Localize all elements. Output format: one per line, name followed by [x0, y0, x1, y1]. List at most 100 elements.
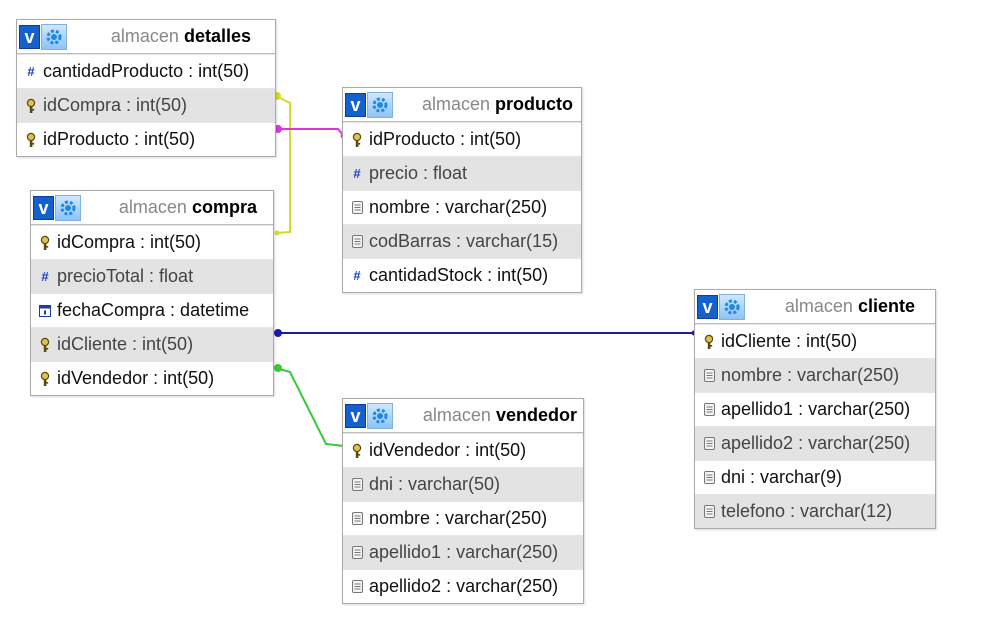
column-row[interactable]: idCliente : int(50) — [31, 327, 273, 361]
hash-icon: # — [353, 166, 361, 181]
relation-detalles-compra-start — [274, 230, 280, 236]
column-label: precioTotal : float — [57, 266, 194, 286]
column-label: apellido2 : varchar(250) — [369, 576, 559, 596]
database-name: almacen — [110, 26, 179, 46]
column-row[interactable]: fechaCompra : datetime — [31, 293, 273, 327]
column-label: apellido1 : varchar(250) — [721, 399, 911, 419]
table-header[interactable]: v almacen vendedor — [343, 399, 583, 433]
table-compra[interactable]: v almacen compra idCompra : int(50) # prec… — [30, 190, 274, 396]
key-icon — [23, 89, 39, 122]
hash-icon: # — [27, 64, 35, 79]
text-field-icon — [349, 570, 365, 603]
relation-compra-vendedor-end — [274, 364, 282, 372]
text-field-icon — [349, 191, 365, 224]
table-title: almacen compra — [119, 191, 257, 224]
table-title: almacen producto — [422, 88, 573, 121]
column-row[interactable]: # cantidadStock : int(50) — [343, 258, 581, 292]
column-label: precio : float — [369, 163, 468, 183]
column-row[interactable]: idVendedor : int(50) — [343, 433, 583, 467]
hash-icon: # — [41, 269, 49, 284]
column-row[interactable]: dni : varchar(50) — [343, 467, 583, 501]
column-label: cantidadStock : int(50) — [369, 265, 549, 285]
text-field-icon — [349, 502, 365, 535]
table-header[interactable]: v almacen cliente — [695, 290, 935, 324]
text-field-icon — [701, 427, 717, 460]
key-icon — [349, 434, 365, 467]
column-label: telefono : varchar(12) — [721, 501, 893, 521]
gear-icon[interactable] — [55, 194, 81, 221]
column-row[interactable]: # cantidadProducto : int(50) — [17, 54, 275, 88]
column-row[interactable]: idProducto : int(50) — [343, 122, 581, 156]
column-label: idCompra : int(50) — [43, 95, 188, 115]
column-row[interactable]: idCompra : int(50) — [17, 88, 275, 122]
gear-icon[interactable] — [719, 293, 745, 320]
column-row[interactable]: apellido1 : varchar(250) — [695, 392, 935, 426]
key-icon — [37, 226, 53, 259]
text-field-icon — [701, 393, 717, 426]
column-row[interactable]: apellido1 : varchar(250) — [343, 535, 583, 569]
v-toggle-icon[interactable]: v — [33, 195, 54, 220]
text-field-icon — [349, 468, 365, 501]
database-name: almacen — [422, 405, 491, 425]
gear-icon[interactable] — [367, 402, 393, 429]
key-icon — [349, 123, 365, 156]
table-cliente[interactable]: v almacen cliente idCliente : int(50) nom… — [694, 289, 936, 529]
column-row[interactable]: nombre : varchar(250) — [695, 358, 935, 392]
table-name: vendedor — [495, 405, 577, 425]
text-field-icon — [701, 495, 717, 528]
table-name: compra — [191, 197, 257, 217]
column-label: apellido1 : varchar(250) — [369, 542, 559, 562]
column-row[interactable]: codBarras : varchar(15) — [343, 224, 581, 258]
column-label: cantidadProducto : int(50) — [43, 61, 250, 81]
column-row[interactable]: idVendedor : int(50) — [31, 361, 273, 395]
gear-icon[interactable] — [41, 23, 67, 50]
column-label: idProducto : int(50) — [369, 129, 522, 149]
text-field-icon — [701, 359, 717, 392]
v-toggle-icon[interactable]: v — [345, 92, 366, 117]
key-icon — [37, 328, 53, 361]
table-name: detalles — [183, 26, 251, 46]
relation-compra-cliente-end — [274, 329, 282, 337]
column-row[interactable]: # precio : float — [343, 156, 581, 190]
column-label: idVendedor : int(50) — [57, 368, 215, 388]
column-row[interactable]: apellido2 : varchar(250) — [695, 426, 935, 460]
relation-compra-vendedor — [275, 367, 345, 447]
column-label: dni : varchar(50) — [369, 474, 501, 494]
v-toggle-icon[interactable]: v — [19, 24, 40, 49]
column-row[interactable]: nombre : varchar(250) — [343, 501, 583, 535]
table-name: producto — [495, 94, 573, 114]
column-row[interactable]: # precioTotal : float — [31, 259, 273, 293]
column-row[interactable]: idCliente : int(50) — [695, 324, 935, 358]
relation-detalles-producto — [276, 128, 345, 137]
gear-icon[interactable] — [367, 91, 393, 118]
table-name: cliente — [857, 296, 915, 316]
column-row[interactable]: dni : varchar(9) — [695, 460, 935, 494]
column-label: idCliente : int(50) — [721, 331, 858, 351]
text-field-icon — [701, 461, 717, 494]
column-label: codBarras : varchar(15) — [369, 231, 559, 251]
table-title: almacen cliente — [785, 290, 915, 323]
column-label: dni : varchar(9) — [721, 467, 843, 487]
database-name: almacen — [118, 197, 187, 217]
column-label: nombre : varchar(250) — [721, 365, 900, 385]
table-producto[interactable]: v almacen producto idProducto : int(50) #… — [342, 87, 582, 293]
table-detalles[interactable]: v almacen detalles # cantidadProducto : i… — [16, 19, 276, 157]
table-header[interactable]: v almacen producto — [343, 88, 581, 122]
database-name: almacen — [421, 94, 490, 114]
column-row[interactable]: apellido2 : varchar(250) — [343, 569, 583, 603]
column-row[interactable]: idCompra : int(50) — [31, 225, 273, 259]
relation-detalles-compra — [275, 95, 291, 234]
column-row[interactable]: telefono : varchar(12) — [695, 494, 935, 528]
v-toggle-icon[interactable]: v — [345, 403, 366, 428]
table-header[interactable]: v almacen compra — [31, 191, 273, 225]
key-icon — [701, 325, 717, 358]
column-label: nombre : varchar(250) — [369, 508, 548, 528]
table-header[interactable]: v almacen detalles — [17, 20, 275, 54]
column-label: fechaCompra : datetime — [57, 300, 250, 320]
table-vendedor[interactable]: v almacen vendedor idVendedor : int(50) d… — [342, 398, 584, 604]
column-row[interactable]: nombre : varchar(250) — [343, 190, 581, 224]
column-row[interactable]: idProducto : int(50) — [17, 122, 275, 156]
v-toggle-icon[interactable]: v — [697, 294, 718, 319]
column-label: nombre : varchar(250) — [369, 197, 548, 217]
hash-icon: # — [353, 268, 361, 283]
